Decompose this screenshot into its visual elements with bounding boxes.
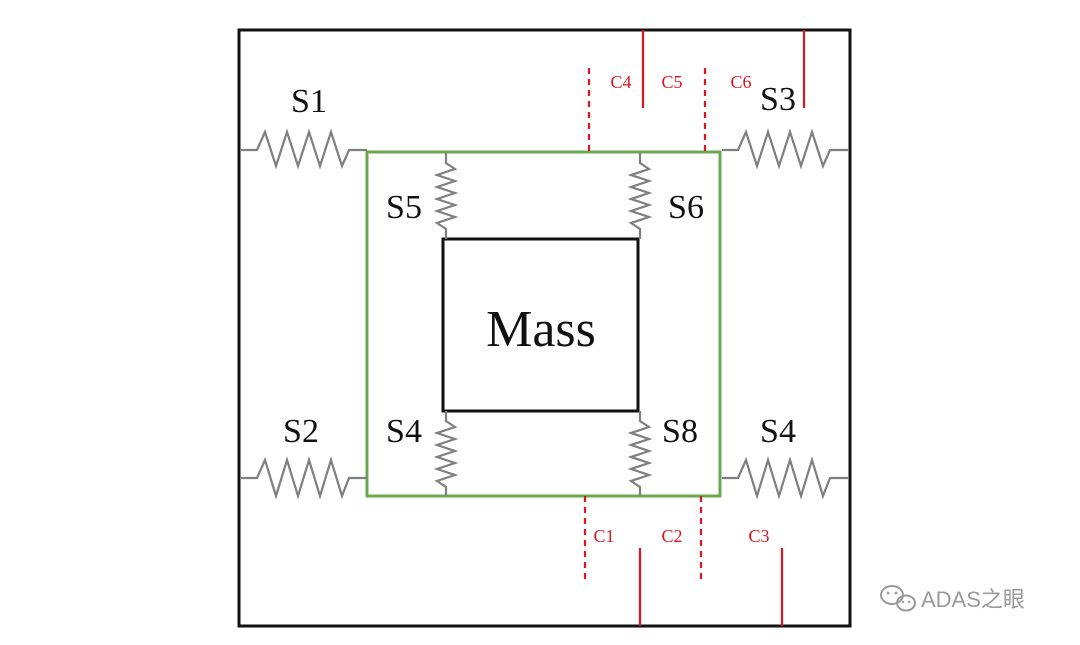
proof-mass [441, 237, 640, 413]
spring-s2 [241, 456, 367, 500]
spring-s4-inner [433, 411, 459, 496]
label-s1: S1 [291, 83, 327, 120]
spring-s1 [241, 128, 367, 170]
label-s5: S5 [386, 189, 422, 226]
label-s8: S8 [662, 413, 698, 450]
label-s6: S6 [668, 189, 704, 226]
label-c6: C6 [730, 72, 751, 92]
spring-s3 [722, 128, 848, 170]
label-s4-inner: S4 [386, 413, 422, 450]
inner-frame [365, 150, 722, 498]
label-c3: C3 [748, 526, 769, 546]
label-c2: C2 [661, 526, 682, 546]
label-c5: C5 [661, 72, 682, 92]
wechat-icon [880, 585, 916, 612]
label-s4-right: S4 [760, 413, 796, 450]
label-c4: C4 [610, 72, 631, 92]
mass-label: Mass [486, 301, 596, 358]
spring-s8 [627, 411, 653, 496]
watermark-text: ADAS之眼 [921, 587, 1025, 612]
watermark: ADAS之眼 [880, 585, 1025, 612]
spring-s4-right [722, 456, 848, 500]
label-s3: S3 [760, 81, 796, 118]
label-c1: C1 [593, 526, 614, 546]
spring-s6 [627, 153, 653, 239]
spring-s5 [433, 153, 459, 239]
label-s2: S2 [283, 413, 319, 450]
outer-frame [237, 28, 852, 628]
